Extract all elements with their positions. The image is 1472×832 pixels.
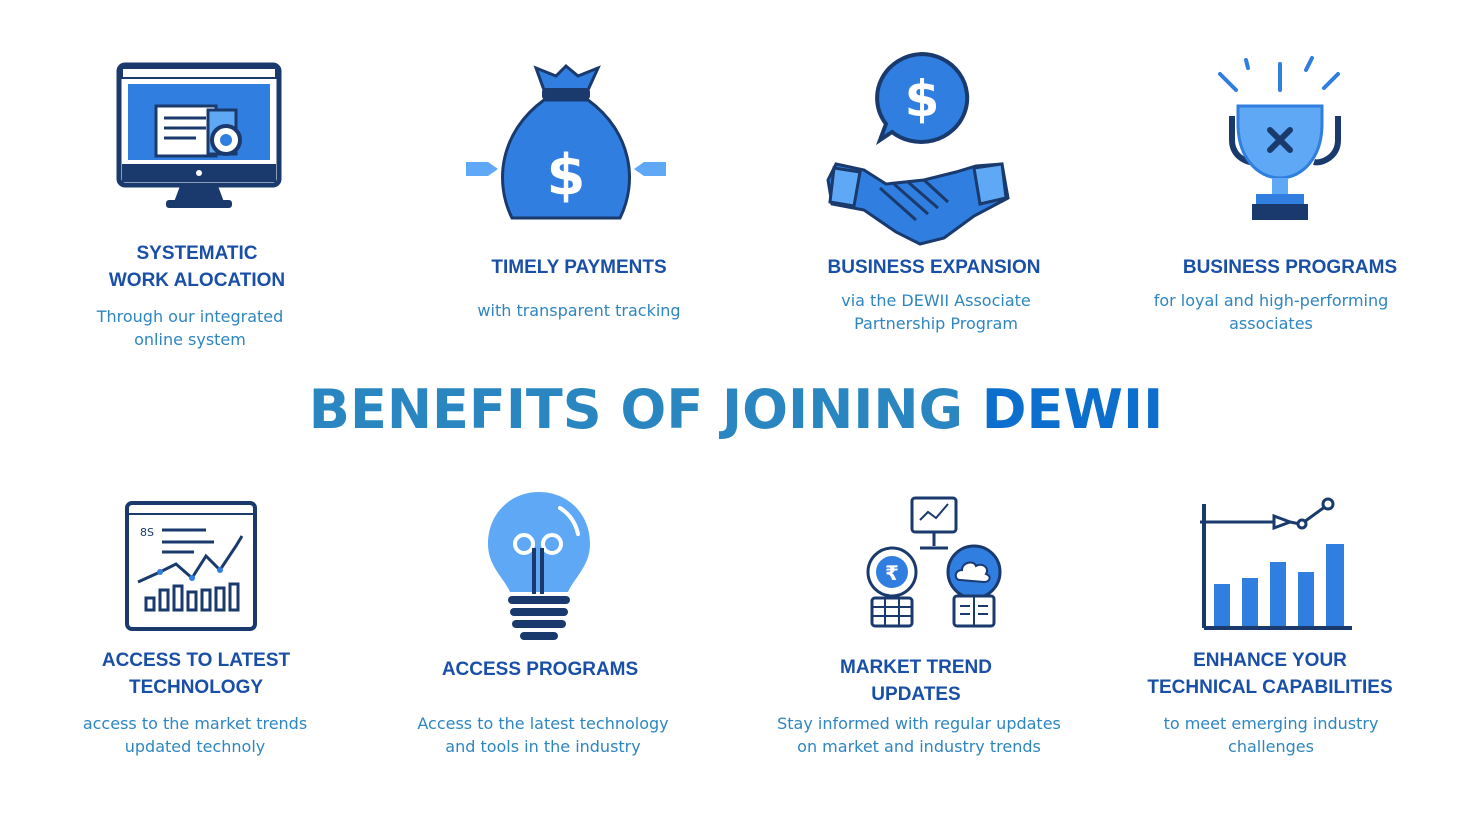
benefit-title: BUSINESS PROGRAMS: [1182, 257, 1398, 278]
benefit-description: access to the market trends updated tech…: [82, 714, 308, 756]
svg-text:$: $: [547, 143, 586, 208]
chart-board-icon: 8S: [125, 501, 257, 631]
handshake-icon: $: [826, 51, 1010, 246]
market-updates-icon: ₹: [866, 496, 1002, 628]
benefit-description: via the DEWII Associate Partnership Prog…: [841, 291, 1031, 333]
benefit-description: Through our integrated online system: [96, 307, 284, 349]
benefit-description: with transparent tracking: [477, 301, 681, 320]
benefit-description: to meet emerging industry challenges: [1163, 714, 1379, 756]
benefit-title: BUSINESS EXPANSION: [827, 257, 1041, 278]
benefit-title: ENHANCE YOUR TECHNICAL CAPABILITIES: [1147, 650, 1393, 698]
trophy-icon: [1218, 56, 1341, 220]
svg-text:₹: ₹: [885, 561, 899, 585]
benefit-title: SYSTEMATIC WORK ALOCATION: [108, 243, 286, 291]
benefit-description: Stay informed with regular updates on ma…: [777, 714, 1061, 756]
money-bag-icon: $: [466, 63, 666, 220]
svg-text:8S: 8S: [140, 526, 154, 539]
bar-chart-icon: [1200, 497, 1352, 630]
benefit-description: Access to the latest technology and tool…: [417, 714, 669, 756]
benefit-title: TIMELY PAYMENTS: [491, 257, 667, 278]
page-headline: BENEFITS OF JOINING DEWII: [0, 378, 1472, 441]
benefit-description: for loyal and high-performing associates: [1153, 291, 1389, 333]
benefit-title: ACCESS TO LATEST TECHNOLOGY: [101, 650, 291, 698]
svg-text:$: $: [905, 70, 940, 128]
computer-monitor-icon: [116, 62, 282, 208]
benefit-title: MARKET TREND UPDATES: [840, 657, 992, 705]
light-bulb-icon: [488, 492, 590, 640]
headline-accent: DEWII: [981, 378, 1164, 441]
headline-main: BENEFITS OF JOINING: [308, 378, 982, 441]
benefit-title: ACCESS PROGRAMS: [441, 659, 639, 680]
